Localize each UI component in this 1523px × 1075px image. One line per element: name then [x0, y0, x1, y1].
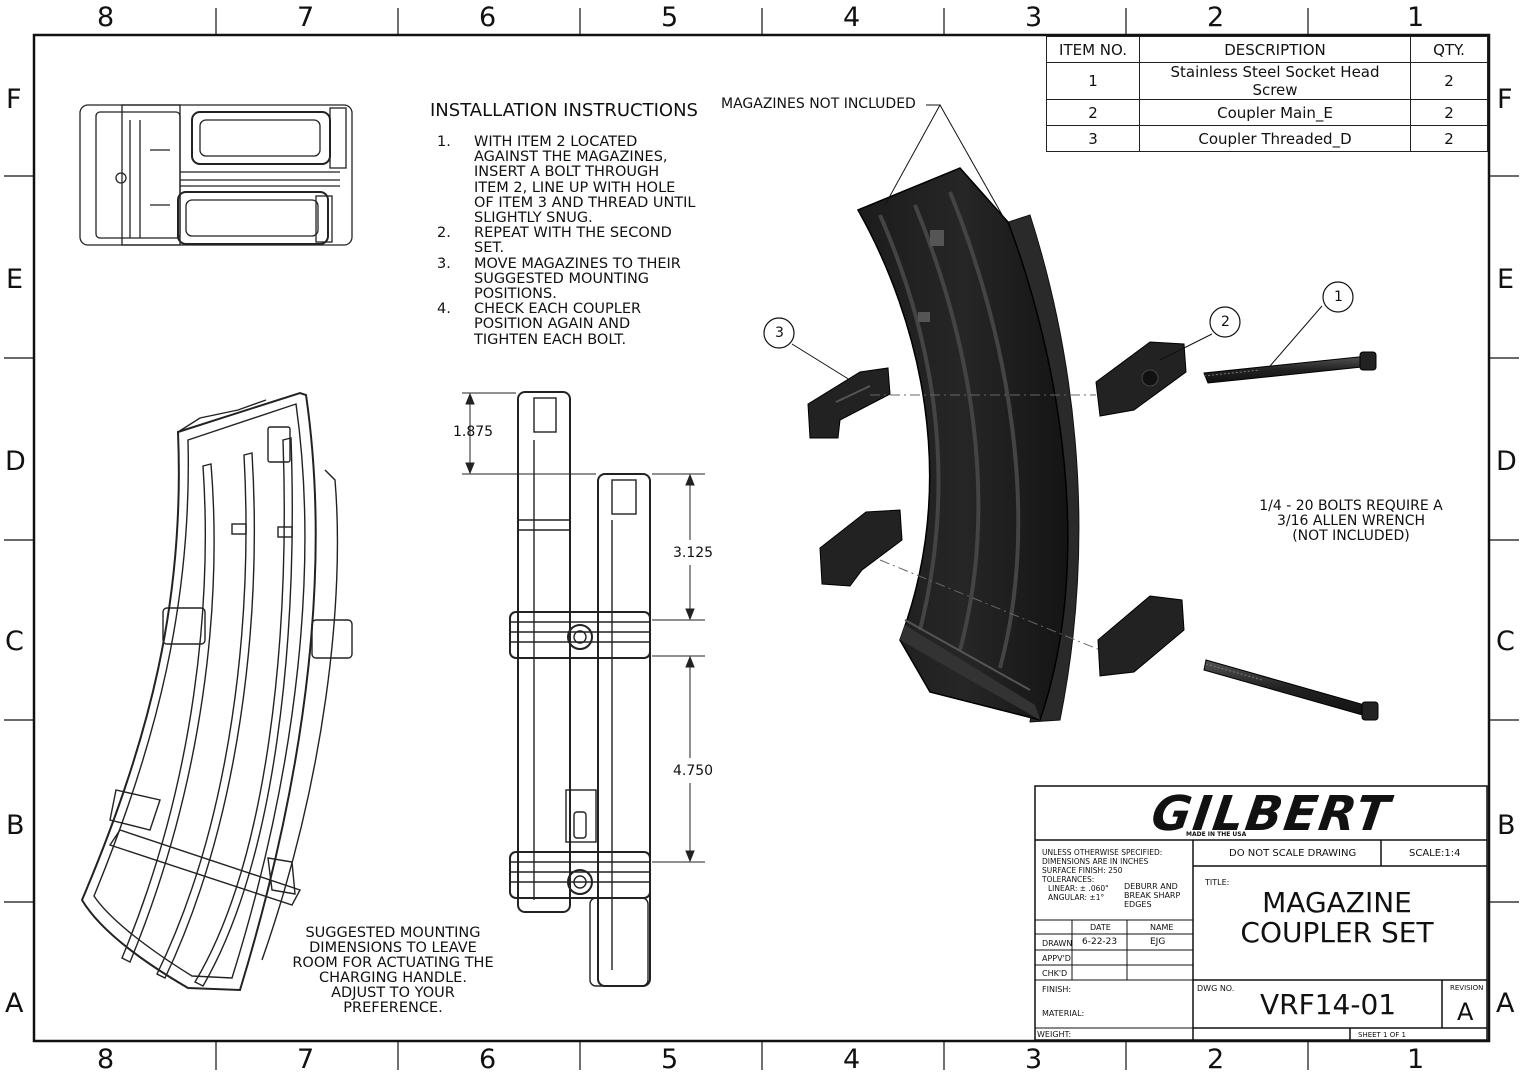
- dimension-lines: [462, 392, 705, 863]
- zone-col-6-bottom: 6: [479, 1044, 497, 1075]
- zone-col-7-top: 7: [297, 2, 315, 33]
- approved-label: APPV'D: [1042, 954, 1071, 963]
- drawing-number: VRF14-01: [1260, 988, 1397, 1021]
- callout-3: 3: [775, 325, 784, 341]
- deburr-note: DEBURR AND BREAK SHARP EDGES: [1124, 882, 1181, 909]
- instructions-title: INSTALLATION INSTRUCTIONS: [430, 100, 698, 121]
- sheet-count: SHEET 1 OF 1: [1358, 1031, 1406, 1039]
- zone-row-c-right: C: [1496, 626, 1515, 657]
- bolt-lower: [1203, 659, 1379, 721]
- finish-label: FINISH:: [1042, 985, 1072, 994]
- bom-qty: 2: [1410, 99, 1488, 126]
- zone-col-6-top: 6: [479, 2, 497, 33]
- zone-row-a-left: A: [5, 988, 24, 1019]
- bom-qty: 2: [1410, 62, 1488, 100]
- instruction-step: 3.MOVE MAGAZINES TO THEIR SUGGESTED MOUN…: [437, 255, 681, 303]
- drawing-scale: SCALE:1:4: [1409, 848, 1461, 859]
- revision-label: REVISION: [1450, 984, 1484, 992]
- zone-col-1-top: 1: [1407, 2, 1425, 33]
- bom-header-row: ITEM NO. DESCRIPTION QTY.: [1046, 36, 1488, 63]
- bom-row: 2 Coupler Main_E 2: [1046, 99, 1488, 126]
- exploded-view: [763, 104, 1379, 723]
- do-not-scale: DO NOT SCALE DRAWING: [1229, 848, 1357, 859]
- bom-header-item: ITEM NO.: [1046, 36, 1140, 63]
- title-label: TITLE:: [1205, 878, 1230, 887]
- dimension-3125: 3.125: [673, 545, 714, 561]
- weight-label: WEIGHT:: [1037, 1030, 1072, 1039]
- mounting-note: SUGGESTED MOUNTING DIMENSIONS TO LEAVE R…: [292, 925, 494, 1016]
- revision-value: A: [1457, 998, 1474, 1026]
- bom-qty: 2: [1410, 125, 1488, 152]
- bom-item-no: 3: [1046, 125, 1140, 152]
- callout-2: 2: [1221, 314, 1230, 330]
- dimension-4750: 4.750: [673, 763, 714, 779]
- bom-description: Coupler Threaded_D: [1139, 125, 1411, 152]
- zone-col-8-bottom: 8: [97, 1044, 115, 1075]
- zone-col-7-bottom: 7: [297, 1044, 315, 1075]
- bom-header-description: DESCRIPTION: [1139, 36, 1411, 63]
- zone-row-d-left: D: [5, 446, 26, 477]
- dimension-1875: 1.875: [453, 424, 494, 440]
- zone-col-2-bottom: 2: [1207, 1044, 1225, 1075]
- bolt-upper: [1203, 351, 1377, 384]
- bolts-note: 1/4 - 20 BOLTS REQUIRE A 3/16 ALLEN WREN…: [1259, 498, 1443, 544]
- bom-row: 1 Stainless Steel Socket Head Screw 2: [1046, 62, 1488, 100]
- bom-description: Coupler Main_E: [1139, 99, 1411, 126]
- instruction-step: 2.REPEAT WITH THE SECOND SET.: [437, 225, 672, 257]
- zone-row-a-right: A: [1496, 988, 1515, 1019]
- spec-notes: UNLESS OTHERWISE SPECIFIED: DIMENSIONS A…: [1042, 848, 1163, 902]
- dwg-no-label: DWG NO.: [1197, 984, 1235, 993]
- zone-row-e-left: E: [6, 264, 24, 295]
- zone-col-4-bottom: 4: [843, 1044, 861, 1075]
- drawing-title: MAGAZINE COUPLER SET: [1240, 886, 1434, 949]
- top-view: [79, 104, 353, 246]
- zone-row-b-right: B: [1497, 810, 1516, 841]
- instructions-list: 1.WITH ITEM 2 LOCATED AGAINST THE MAGAZI…: [437, 134, 697, 348]
- drawn-date: 6-22-23: [1082, 937, 1118, 947]
- checked-label: CHK'D: [1042, 969, 1068, 978]
- instruction-step: 4.CHECK EACH COUPLER POSITION AGAIN AND …: [437, 301, 642, 348]
- zone-row-b-left: B: [6, 810, 25, 841]
- side-view-magazine: [80, 391, 353, 992]
- magazines-not-included-note: MAGAZINES NOT INCLUDED: [721, 96, 916, 112]
- zone-row-c-left: C: [5, 626, 24, 657]
- zone-row-f-right: F: [1497, 84, 1513, 115]
- front-view-magazines: [462, 391, 705, 987]
- sheet-frame: [4, 8, 1519, 1070]
- date-header: DATE: [1090, 923, 1111, 932]
- material-label: MATERIAL:: [1042, 1009, 1085, 1018]
- zone-col-4-top: 4: [843, 2, 861, 33]
- drawn-label: DRAWN: [1042, 939, 1073, 948]
- instruction-step: 1.WITH ITEM 2 LOCATED AGAINST THE MAGAZI…: [437, 134, 696, 227]
- bom-item-no: 1: [1046, 62, 1140, 100]
- bom-header-qty: QTY.: [1410, 36, 1488, 63]
- name-header: NAME: [1150, 923, 1174, 932]
- bom-row: 3 Coupler Threaded_D 2: [1046, 125, 1488, 152]
- bom-item-no: 2: [1046, 99, 1140, 126]
- bill-of-materials: ITEM NO. DESCRIPTION QTY. 1 Stainless St…: [1046, 36, 1488, 152]
- zone-row-e-right: E: [1497, 264, 1515, 295]
- zone-row-d-right: D: [1496, 446, 1517, 477]
- zone-row-f-left: F: [6, 84, 22, 115]
- bom-description: Stainless Steel Socket Head Screw: [1139, 62, 1411, 100]
- zone-col-3-top: 3: [1025, 2, 1043, 33]
- zone-col-3-bottom: 3: [1025, 1044, 1043, 1075]
- zone-col-2-top: 2: [1207, 2, 1225, 33]
- zone-col-1-bottom: 1: [1407, 1044, 1425, 1075]
- company-logo-sub: MADE IN THE USA: [1186, 831, 1247, 838]
- drawn-name: EJG: [1150, 937, 1166, 947]
- zone-col-8-top: 8: [97, 2, 115, 33]
- callout-1: 1: [1334, 289, 1343, 305]
- title-block-grid: [1034, 785, 1488, 1041]
- zone-col-5-bottom: 5: [661, 1044, 679, 1075]
- zone-col-5-top: 5: [661, 2, 679, 33]
